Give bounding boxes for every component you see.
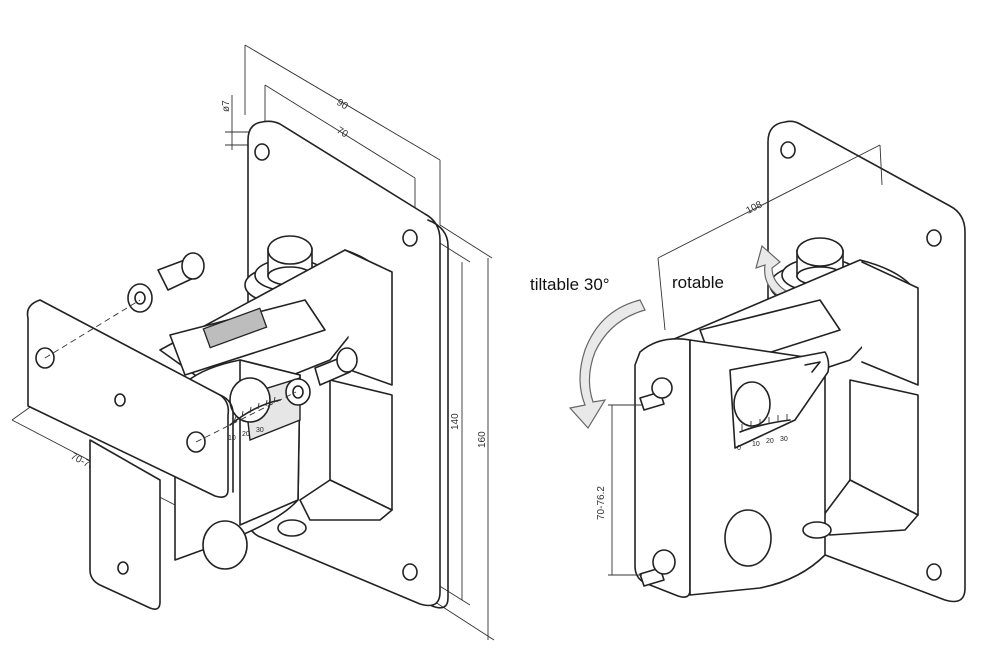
speaker-plate-left bbox=[26, 299, 230, 498]
scale-label-30: 30 bbox=[256, 427, 264, 434]
dim-108-label: 108 bbox=[744, 199, 764, 217]
dim-140-label: 140 bbox=[450, 413, 461, 430]
dim-160-label: 160 bbox=[477, 431, 488, 448]
mount-hole-icon bbox=[254, 143, 270, 161]
screw-icon bbox=[651, 377, 673, 399]
scale-label-0: 0 bbox=[737, 445, 741, 452]
rotable-label: rotable bbox=[672, 273, 724, 292]
mount-hole-icon bbox=[926, 229, 942, 247]
top-cap-icon bbox=[267, 235, 313, 265]
tiltable-label: tiltable 30° bbox=[530, 275, 610, 294]
dim-90-label: 90 bbox=[334, 97, 350, 112]
tilt-arrow-icon bbox=[568, 299, 646, 430]
tilt-scale-right: 0 10 20 30 bbox=[737, 414, 791, 452]
left-bracket-view: 90 70 ø7 140 160 70-76.2 bbox=[11, 44, 495, 641]
right-bracket-view: 108 0 10 bbox=[530, 120, 966, 603]
tilt-knob-icon bbox=[724, 509, 772, 567]
dim-70-label: 70 bbox=[334, 125, 350, 140]
scale-label-10: 10 bbox=[752, 441, 760, 448]
scale-label-10: 10 bbox=[228, 435, 236, 442]
mount-hole-icon bbox=[402, 229, 418, 247]
scale-label-30: 30 bbox=[780, 436, 788, 443]
scale-label-20: 20 bbox=[242, 431, 250, 438]
screw-icon bbox=[181, 252, 205, 280]
mount-hole-icon bbox=[780, 141, 796, 159]
top-cap-icon bbox=[796, 237, 844, 267]
mount-hole-icon bbox=[402, 563, 418, 581]
mount-hole-icon bbox=[926, 563, 942, 581]
dim-70-76-right-label: 70-76.2 bbox=[596, 486, 607, 520]
tilt-scale-left: 10 20 30 bbox=[228, 396, 281, 442]
scale-label-20: 20 bbox=[766, 438, 774, 445]
dim-hole-label: ø7 bbox=[221, 100, 232, 112]
screw-icon bbox=[652, 549, 676, 575]
tilt-knob-icon bbox=[202, 520, 248, 570]
